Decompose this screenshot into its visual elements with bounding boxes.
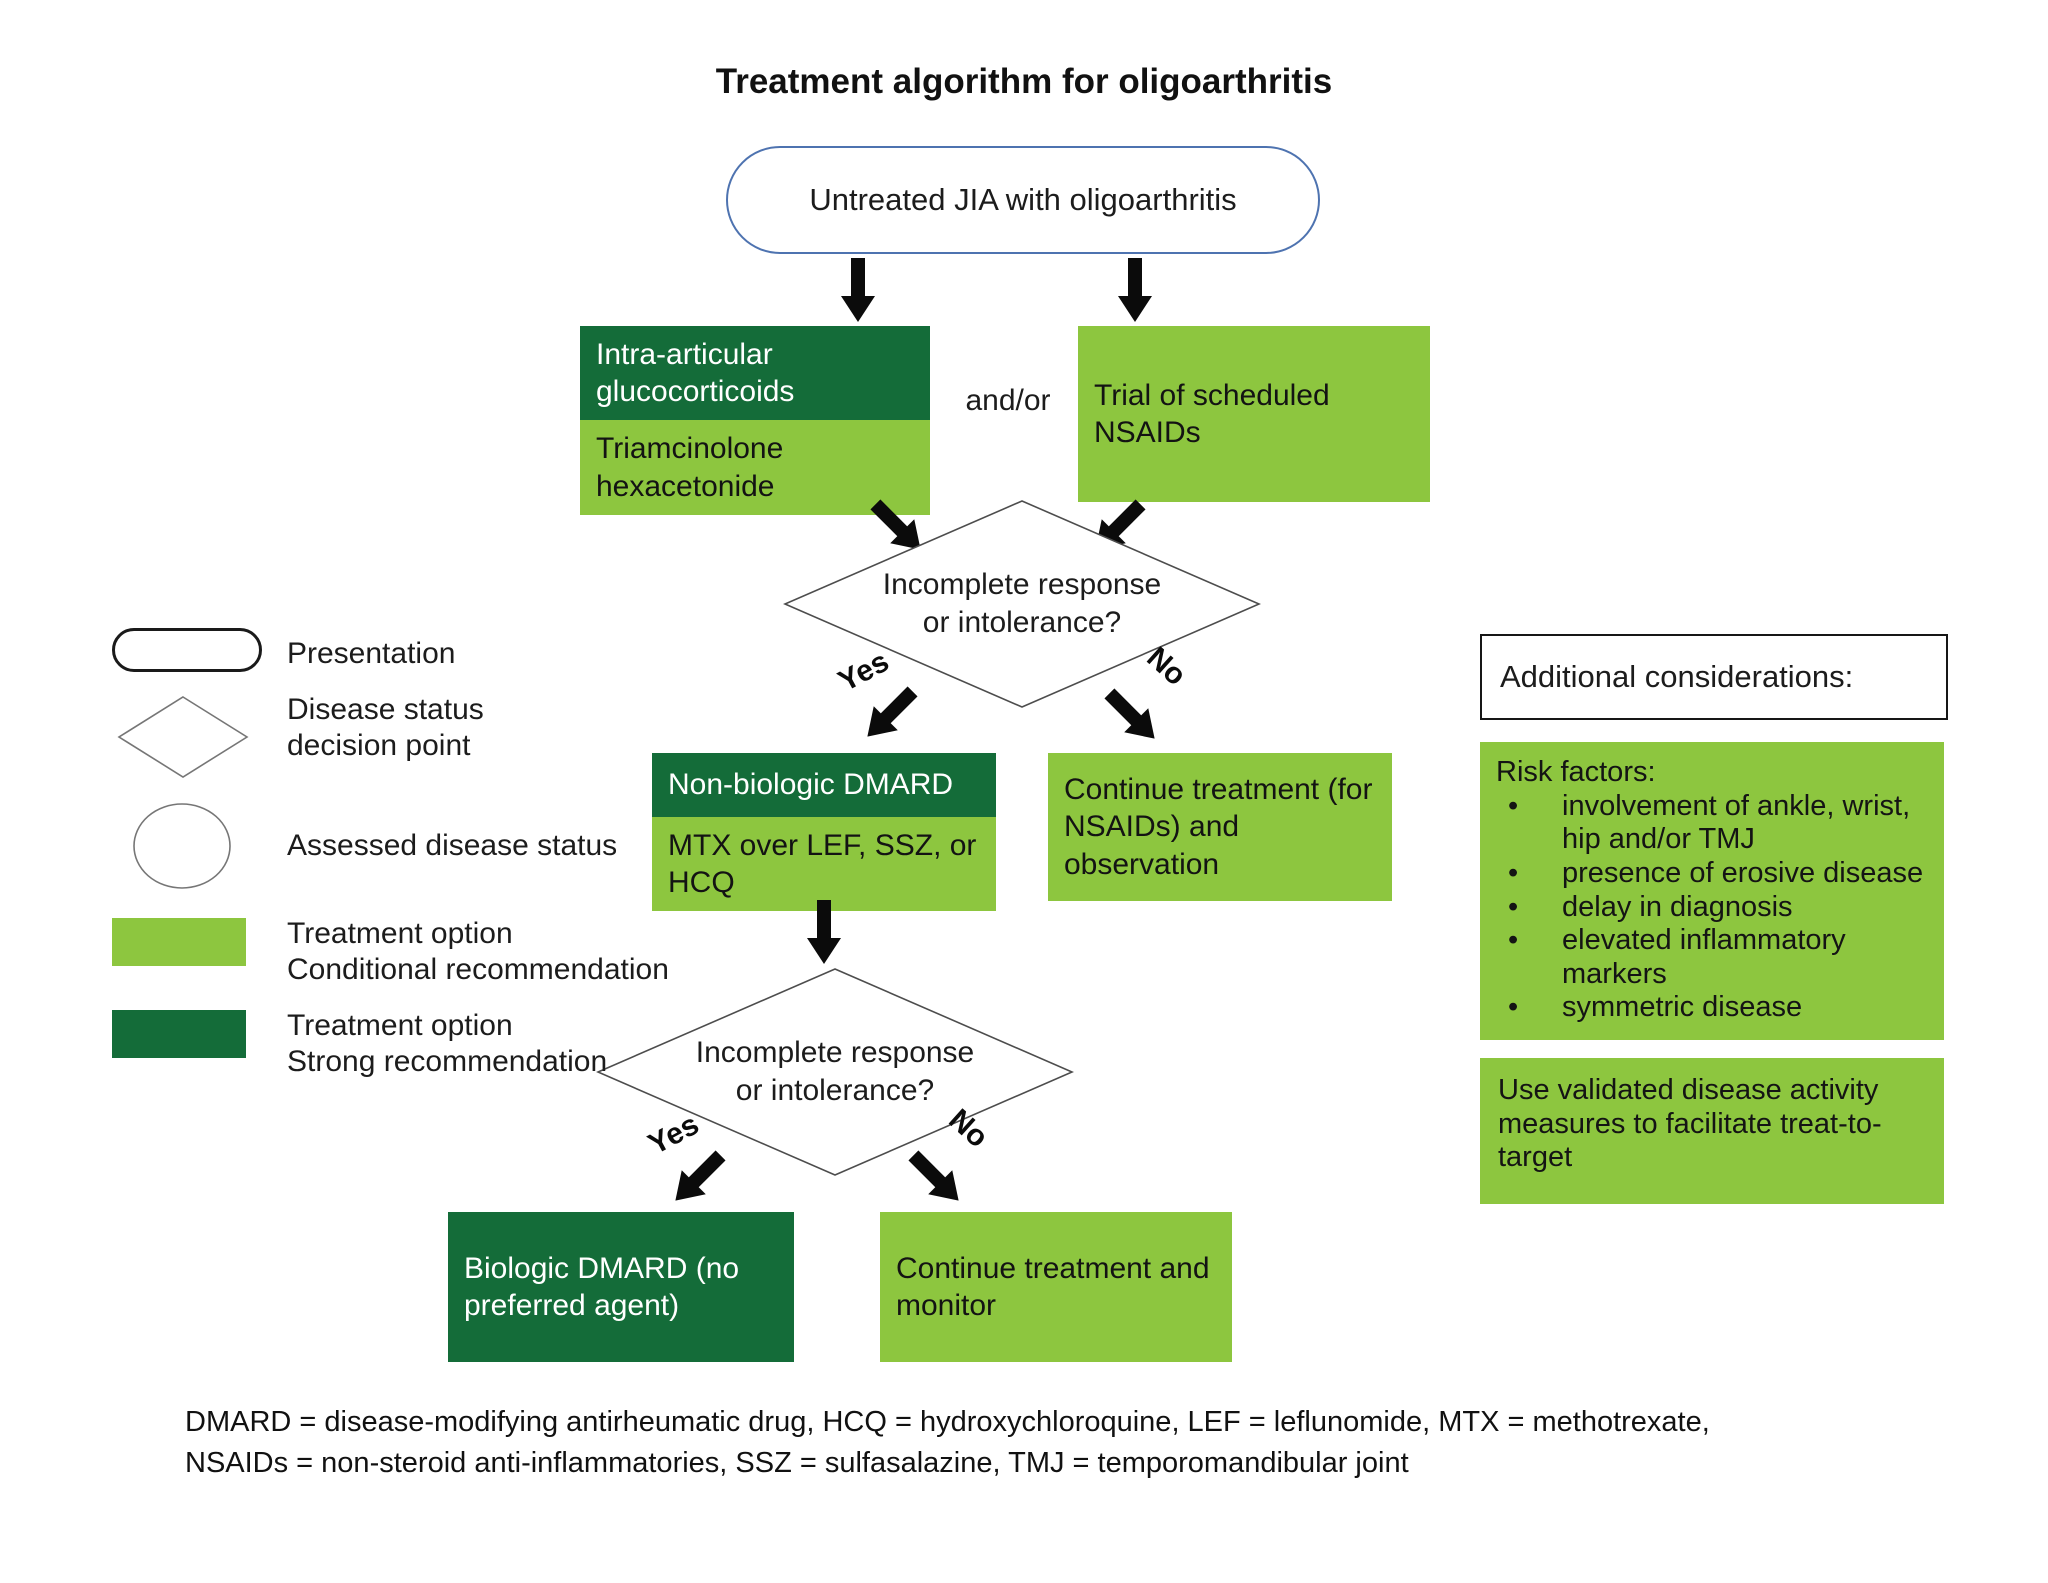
decision1-no-arrow [1097, 681, 1168, 752]
node-biologic-dmard-label: Biologic DMARD (no preferred agent) [464, 1251, 740, 1322]
decision2-shape [596, 968, 1074, 1176]
legend-assessed-shape [133, 803, 231, 889]
risk-factors-box: Risk factors: involvement of ankle, wris… [1480, 742, 1944, 1040]
decision2-label: Incomplete response or intolerance? [695, 1036, 975, 1108]
additional-considerations-heading: Additional considerations: [1500, 659, 1854, 694]
decision2-yes-arrow [663, 1143, 734, 1214]
node-biologic-dmard: Biologic DMARD (no preferred agent) [448, 1212, 794, 1362]
node-triamcinolone-hexacetonide: Triamcinolone hexacetonide [580, 420, 930, 515]
arrow-presentation-to-glucocorticoids [840, 258, 876, 322]
legend-presentation-label: Presentation [287, 637, 456, 670]
node-intraarticular-glucocorticoids-title: Intra-articular glucocorticoids [580, 326, 930, 421]
node-trial-of-scheduled-nsaids-label: Trial of scheduled NSAIDs [1094, 378, 1330, 449]
node-continue-treatment-monitor: Continue treatment and monitor [880, 1212, 1232, 1362]
node-intraarticular-glucocorticoids: Intra-articular glucocorticoids Triamcin… [580, 326, 930, 515]
risk-factors-list: involvement of ankle, wrist, hip and/or … [1496, 790, 1928, 1025]
risk-factor-item: delay in diagnosis [1496, 891, 1928, 925]
legend-conditional-label: Treatment option Conditional recommendat… [287, 917, 669, 986]
arrow-glucocorticoids-to-decision1 [863, 492, 934, 563]
treat-to-target-note: Use validated disease activity measures … [1498, 1074, 1882, 1174]
legend-strong-swatch [112, 1010, 246, 1058]
node-continue-treatment-nsaids-label: Continue treatment (for NSAIDs) and obse… [1064, 773, 1373, 881]
legend-strong-label: Treatment option Strong recommendation [287, 1009, 608, 1078]
node-trial-of-scheduled-nsaids: Trial of scheduled NSAIDs [1078, 326, 1430, 502]
connector-andor-label: and/or [965, 384, 1051, 417]
risk-factor-item: elevated inflammatory markers [1496, 924, 1928, 991]
node-nonbiologic-dmard-subtitle: MTX over LEF, SSZ, or HCQ [652, 817, 996, 912]
arrow-presentation-to-nsaids [1117, 258, 1153, 322]
node-continue-treatment-nsaids: Continue treatment (for NSAIDs) and obse… [1048, 753, 1392, 901]
risk-factor-item: involvement of ankle, wrist, hip and/or … [1496, 790, 1928, 857]
node-continue-treatment-monitor-label: Continue treatment and monitor [896, 1251, 1210, 1322]
legend-conditional-swatch [112, 918, 246, 966]
legend-presentation-shape [112, 628, 262, 672]
legend-assessed-label: Assessed disease status [287, 829, 618, 862]
node-nonbiologic-dmard-title: Non-biologic DMARD [652, 753, 996, 817]
risk-factor-item: presence of erosive disease [1496, 857, 1928, 891]
decision1-yes-arrow [855, 679, 926, 750]
node-nonbiologic-dmard: Non-biologic DMARD MTX over LEF, SSZ, or… [652, 753, 996, 912]
abbreviations-line2: NSAIDs = non-steroid anti-inflammatories… [185, 1447, 1409, 1480]
legend-decision-label: Disease status decision point [287, 693, 484, 762]
additional-considerations-box: Additional considerations: [1480, 634, 1948, 720]
abbreviations-footer: DMARD = disease-modifying antirheumatic … [185, 1402, 1885, 1484]
risk-factor-item: symmetric disease [1496, 991, 1928, 1025]
treat-to-target-note-box: Use validated disease activity measures … [1480, 1058, 1944, 1204]
diagram-title: Treatment algorithm for oligoarthritis [715, 62, 1333, 101]
node-presentation-label: Untreated JIA with oligoarthritis [809, 182, 1237, 217]
arrow-dmard-to-decision2 [806, 900, 842, 964]
decision2-no-arrow [901, 1143, 972, 1214]
decision1-label: Incomplete response or intolerance? [882, 568, 1162, 640]
risk-factors-heading: Risk factors: [1496, 756, 1656, 788]
decision1-shape [783, 500, 1261, 708]
legend-decision-shape [117, 696, 249, 778]
node-presentation: Untreated JIA with oligoarthritis [726, 146, 1320, 254]
abbreviations-line1: DMARD = disease-modifying antirheumatic … [185, 1406, 1710, 1438]
